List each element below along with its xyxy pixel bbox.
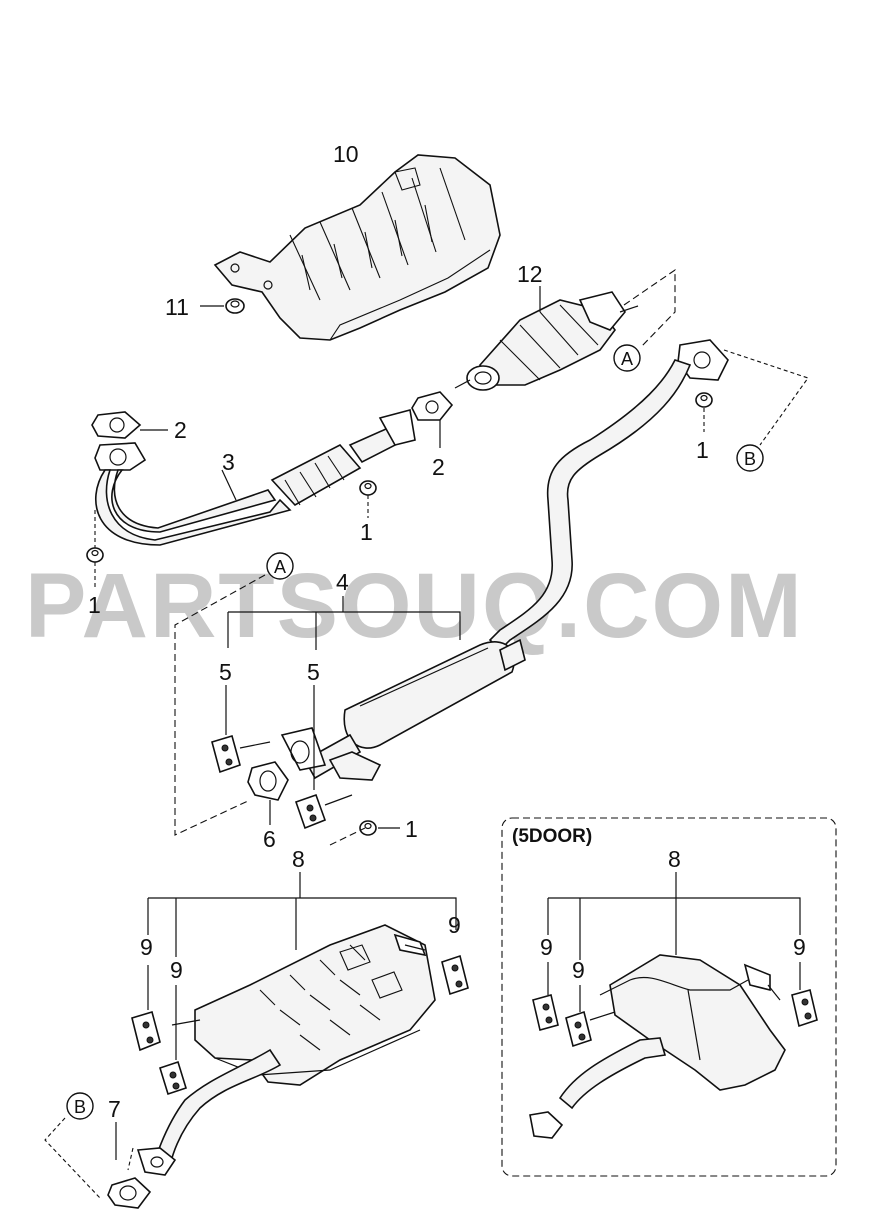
main-muffler-5door[interactable]: [529, 954, 786, 1139]
rubber-hanger-9-f[interactable]: [791, 989, 818, 1028]
rubber-hanger-9-e[interactable]: [565, 1010, 592, 1048]
watermark: PARTSOUQ.COM: [25, 555, 804, 657]
callout-2-right: 2: [432, 454, 445, 480]
catalytic-converter[interactable]: [454, 291, 639, 391]
center-pipe-resonator[interactable]: [280, 339, 729, 781]
callout-10: 10: [333, 141, 359, 167]
callout-12: 12: [517, 261, 543, 287]
ref-b-top-label: B: [744, 449, 756, 469]
ref-circle-a-mid[interactable]: A: [266, 552, 294, 580]
rubber-hanger-9-a[interactable]: [131, 1010, 161, 1052]
rubber-hanger-9-c[interactable]: [441, 954, 469, 996]
callout-2-left: 2: [174, 417, 187, 443]
callout-9-a: 9: [140, 934, 153, 960]
ref-circle-a-top[interactable]: A: [613, 344, 641, 372]
bracket-8a: [147, 897, 457, 957]
main-muffler[interactable]: [136, 924, 436, 1176]
callout-5-a: 5: [219, 659, 232, 685]
connector-a-top: [623, 268, 676, 349]
nut-1-d[interactable]: [359, 820, 377, 836]
rubber-hanger-9-b[interactable]: [159, 1060, 187, 1096]
gasket-7[interactable]: [107, 1177, 152, 1209]
ref-b-bottom-label: B: [74, 1097, 86, 1117]
connector-a-mid: [174, 574, 366, 846]
ref-a-top-label: A: [621, 349, 633, 369]
callout-9-f: 9: [793, 934, 806, 960]
callout-3: 3: [222, 449, 235, 475]
heat-shield[interactable]: [213, 154, 501, 341]
callout-9-d: 9: [540, 934, 553, 960]
inset-header: (5DOOR): [512, 826, 592, 847]
front-pipe[interactable]: [94, 409, 416, 546]
inset-5door-frame: [501, 817, 837, 1177]
nut-1-c[interactable]: [695, 392, 713, 408]
callout-7: 7: [108, 1096, 121, 1122]
bracket-4: [227, 611, 461, 650]
nut-1-a[interactable]: [359, 480, 377, 496]
nut-11[interactable]: [225, 298, 245, 314]
callout-6: 6: [263, 826, 276, 852]
callout-5-b: 5: [307, 659, 320, 685]
callout-9-b: 9: [170, 957, 183, 983]
callout-1-b: 1: [88, 592, 101, 618]
ref-a-mid-label: A: [274, 557, 286, 577]
connector-b-bottom: [44, 1117, 134, 1199]
nut-1-b[interactable]: [86, 547, 104, 563]
leader-3: [221, 469, 237, 501]
callout-1-a: 1: [360, 519, 373, 545]
rubber-hanger-5-b[interactable]: [294, 793, 353, 830]
callout-1-d: 1: [405, 816, 418, 842]
bracket-8b: [547, 897, 801, 960]
callout-4: 4: [336, 569, 349, 595]
gasket-6[interactable]: [247, 761, 289, 801]
connector-b-top: [723, 349, 809, 446]
ref-circle-b-top[interactable]: B: [736, 444, 764, 472]
rubber-hanger-5-a[interactable]: [211, 734, 271, 774]
gasket-2-left[interactable]: [91, 411, 142, 439]
callout-9-e: 9: [572, 957, 585, 983]
callout-1-c: 1: [696, 437, 709, 463]
callout-11: 11: [165, 294, 189, 320]
ref-circle-b-bottom[interactable]: B: [66, 1092, 94, 1120]
callout-9-c: 9: [448, 912, 461, 938]
callout-8-5door: 8: [668, 846, 681, 872]
rubber-hanger-9-d[interactable]: [532, 994, 559, 1031]
gasket-2-right[interactable]: [411, 391, 454, 421]
callout-8-sedan: 8: [292, 846, 305, 872]
